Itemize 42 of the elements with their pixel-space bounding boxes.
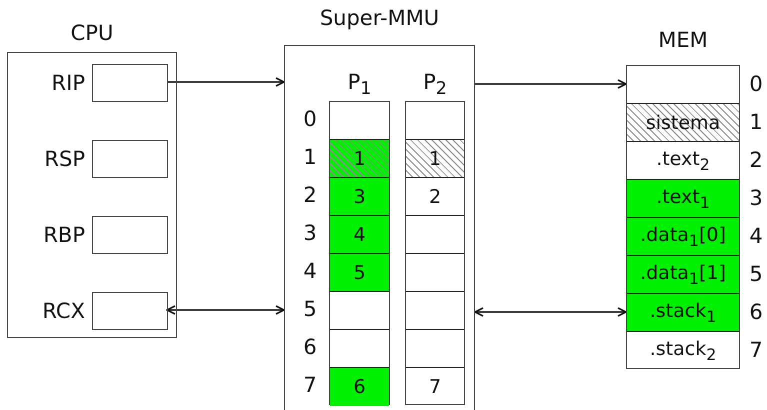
row-number: 6 <box>302 335 318 359</box>
box-title: CPU <box>70 21 114 45</box>
row-number: 2 <box>748 148 764 172</box>
arrow <box>475 79 627 89</box>
column-heading: P$_{1}$ <box>348 70 372 100</box>
page-table-cell: 3 <box>330 178 389 216</box>
register-label: RIP <box>52 71 85 95</box>
page-table-cell: 5 <box>330 254 389 292</box>
row-number: 3 <box>302 221 318 245</box>
row-number: 6 <box>748 300 764 324</box>
register-label: RBP <box>43 223 85 247</box>
memory-cell: .stack$_{1}$ <box>627 294 739 332</box>
row-number: 4 <box>748 224 764 248</box>
row-number: 0 <box>302 107 318 131</box>
box-title: Super-MMU <box>320 6 440 30</box>
row-number: 5 <box>748 262 764 286</box>
arrow <box>166 305 285 315</box>
row-number: 5 <box>302 297 318 321</box>
memory-cell: sistema <box>627 104 739 142</box>
memory-cell: .data$_{1}$[0] <box>627 218 739 256</box>
memory-cell: .data$_{1}$[1] <box>627 256 739 294</box>
column-heading: P$_{2}$ <box>423 70 447 100</box>
memory-cell: .text$_{1}$ <box>627 180 739 218</box>
arrow <box>167 77 285 87</box>
memory-cell: .stack$_{2}$ <box>627 332 739 370</box>
row-number: 4 <box>302 259 318 283</box>
page-table-cell: 1 <box>406 140 464 178</box>
row-number: 7 <box>748 338 764 362</box>
row-number: 1 <box>748 110 764 134</box>
row-number: 3 <box>748 186 764 210</box>
row-number: 7 <box>302 373 318 397</box>
arrow <box>474 307 627 317</box>
row-number: 2 <box>302 183 318 207</box>
register-label: RCX <box>42 299 85 323</box>
page-table-cell: 7 <box>406 368 464 406</box>
row-number: 1 <box>302 145 318 169</box>
register-label: RSP <box>44 147 85 171</box>
box-title: MEM <box>658 28 708 52</box>
page-table-cell: 2 <box>406 178 464 216</box>
row-number: 0 <box>748 72 764 96</box>
page-table-cell: 4 <box>330 216 389 254</box>
page-table-cell: 6 <box>330 368 389 406</box>
